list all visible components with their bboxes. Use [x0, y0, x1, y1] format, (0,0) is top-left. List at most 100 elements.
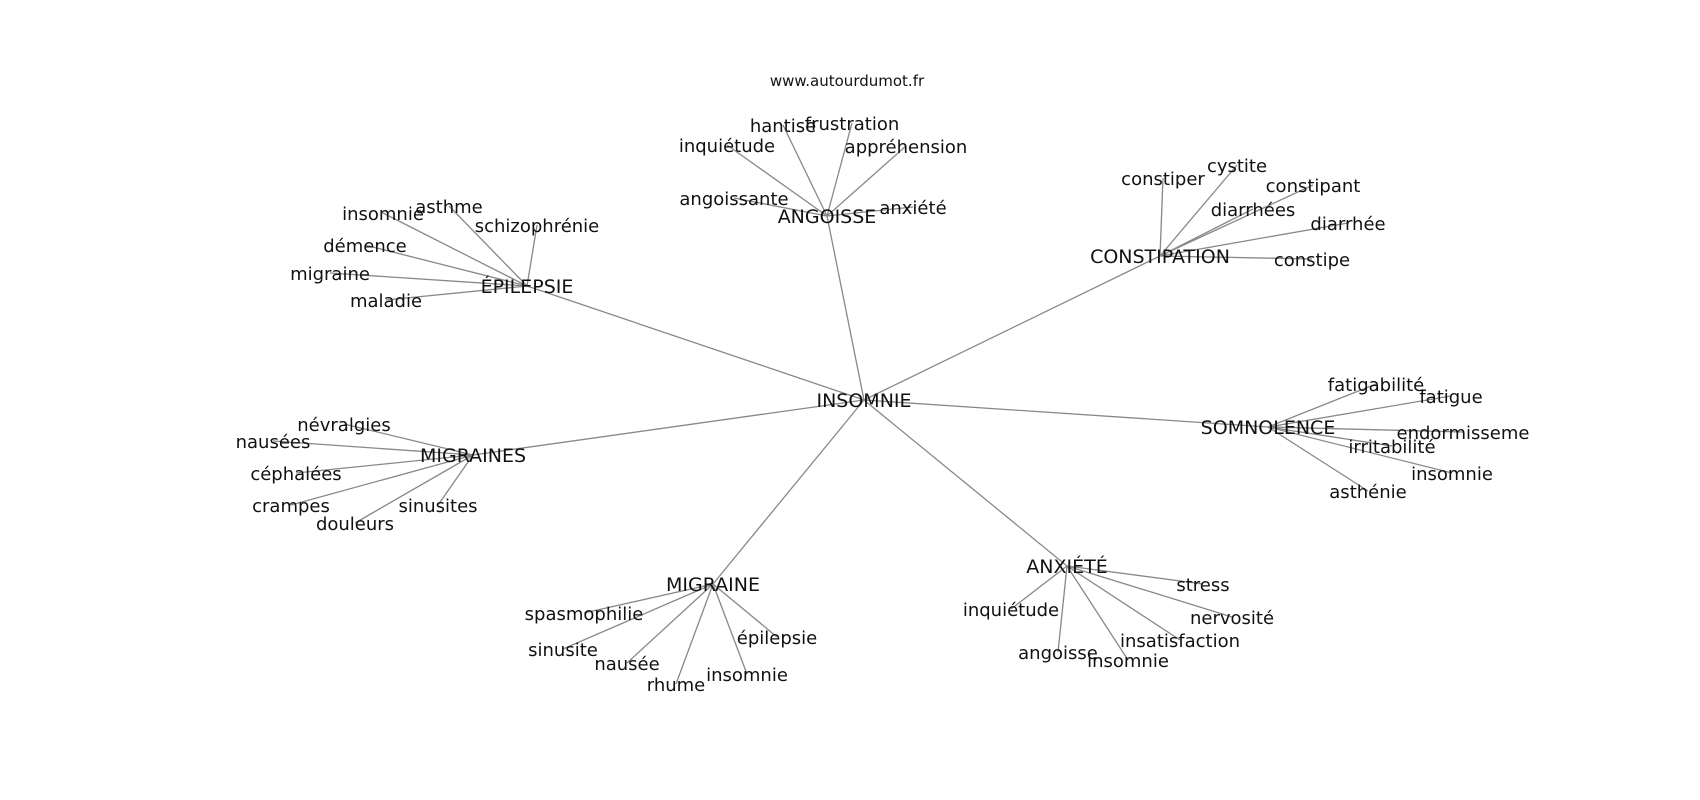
leaf-word-angoisse[interactable]: inquiétude	[679, 136, 775, 157]
leaf-word-angoisse[interactable]: angoissante	[679, 189, 788, 210]
edge-epilepsie-leaf	[382, 212, 528, 287]
edges-layer	[272, 122, 1464, 685]
edge-somnolence-leaf	[1267, 395, 1452, 428]
edge-constipation-leaf	[1159, 177, 1164, 257]
hub-word-migraines[interactable]: MIGRAINES	[420, 445, 526, 467]
edge-constipation-leaf	[1159, 255, 1313, 260]
edge-angoisse-leaf	[826, 122, 853, 217]
edge-constipation-leaf	[1159, 222, 1349, 257]
leaf-word-constipation[interactable]: diarrhée	[1310, 214, 1385, 235]
leaf-word-angoisse[interactable]: appréhension	[845, 137, 968, 158]
leaf-word-angoisse[interactable]: frustration	[805, 114, 900, 135]
edge-angoisse-leaf	[826, 206, 914, 217]
leaf-word-migraines[interactable]: céphalées	[250, 464, 341, 485]
leaf-word-somnolence[interactable]: fatigabilité	[1328, 375, 1424, 396]
leaf-word-migraine[interactable]: sinusite	[528, 640, 598, 661]
edge-angoisse-leaf	[733, 197, 828, 217]
leaf-word-somnolence[interactable]: irritabilité	[1348, 437, 1435, 458]
leaf-word-somnolence[interactable]: asthénie	[1329, 482, 1406, 503]
leaf-word-anxiete[interactable]: inquiétude	[963, 600, 1059, 621]
leaf-word-constipation[interactable]: diarrhées	[1211, 200, 1296, 221]
leaf-word-somnolence[interactable]: insomnie	[1411, 464, 1493, 485]
edge-epilepsie-leaf	[329, 272, 528, 287]
edge-anxiete-leaf	[1066, 565, 1181, 641]
source-url-text: www.autourdumot.fr	[769, 72, 925, 90]
leaf-word-anxiete[interactable]: nervosité	[1190, 608, 1274, 629]
edge-insomnie-migraines	[472, 399, 865, 456]
edge-migraine-leaf	[712, 583, 778, 638]
edge-migraines-leaf	[290, 454, 474, 506]
hub-word-anxiete[interactable]: ANXIÉTÉ	[1026, 555, 1107, 578]
leaf-word-constipation[interactable]: constipant	[1266, 176, 1361, 197]
edge-migraines-leaf	[295, 454, 474, 474]
leaf-word-somnolence[interactable]: endormisseme	[1397, 423, 1530, 444]
leaf-word-epilepsie[interactable]: maladie	[350, 291, 422, 312]
hub-word-somnolence[interactable]: SOMNOLENCE	[1201, 417, 1336, 439]
leaf-word-migraine[interactable]: rhume	[647, 675, 706, 696]
leaf-word-migraines[interactable]: nausées	[236, 432, 311, 453]
edge-epilepsie-leaf	[448, 205, 528, 287]
leaf-word-angoisse[interactable]: anxiété	[879, 198, 946, 219]
edge-migraine-leaf	[675, 583, 714, 685]
hub-word-constipation[interactable]: CONSTIPATION	[1090, 246, 1230, 268]
edge-migraine-leaf	[583, 583, 714, 614]
hub-word-angoisse[interactable]: ANGOISSE	[778, 206, 877, 228]
leaf-word-migraine[interactable]: spasmophilie	[525, 604, 644, 625]
leaf-word-constipation[interactable]: constipe	[1274, 250, 1350, 271]
leaf-word-anxiete[interactable]: angoisse	[1018, 643, 1098, 664]
leaf-word-angoisse[interactable]: hantise	[750, 116, 816, 137]
edge-angoisse-leaf	[726, 144, 828, 217]
edge-anxiete-leaf	[1057, 565, 1068, 653]
edge-migraines-leaf	[272, 440, 474, 456]
leaf-word-migraines[interactable]: sinusites	[398, 496, 477, 517]
leaf-word-migraine[interactable]: épilepsie	[737, 628, 817, 649]
leaf-word-migraine[interactable]: insomnie	[706, 665, 788, 686]
edge-insomnie-migraine	[712, 399, 865, 585]
leaf-word-migraine[interactable]: nausée	[594, 654, 659, 675]
leaf-word-migraines[interactable]: douleurs	[316, 514, 394, 535]
edge-anxiete-leaf	[1066, 565, 1204, 585]
edge-epilepsie-leaf	[385, 285, 528, 301]
source-url: www.autourdumot.fr	[0, 72, 1700, 90]
leaf-word-anxiete[interactable]: insomnie	[1087, 651, 1169, 672]
edge-insomnie-somnolence	[863, 399, 1269, 428]
edge-migraines-leaf	[437, 454, 474, 506]
leaf-word-epilepsie[interactable]: insomnie	[342, 204, 424, 225]
edge-angoisse-leaf	[782, 124, 828, 217]
leaf-word-somnolence[interactable]: fatigue	[1419, 387, 1482, 408]
leaf-word-constipation[interactable]: constiper	[1121, 169, 1205, 190]
leaf-word-epilepsie[interactable]: asthme	[415, 197, 482, 218]
edge-migraine-leaf	[562, 583, 714, 650]
edge-migraines-leaf	[354, 454, 474, 524]
edge-epilepsie-leaf	[526, 224, 538, 287]
leaf-word-migraines[interactable]: névralgies	[297, 415, 390, 436]
edge-anxiete-leaf	[1066, 565, 1233, 618]
leaf-word-anxiete[interactable]: insatisfaction	[1120, 631, 1240, 652]
edge-somnolence-leaf	[1267, 426, 1453, 474]
leaf-word-epilepsie[interactable]: démence	[323, 236, 407, 257]
leaf-word-epilepsie[interactable]: schizophrénie	[475, 216, 600, 237]
edge-insomnie-anxiete	[863, 399, 1068, 567]
leaf-word-migraines[interactable]: crampes	[252, 496, 330, 517]
edge-somnolence-leaf	[1267, 426, 1393, 447]
edge-migraines-leaf	[343, 423, 474, 456]
edge-insomnie-epilepsie	[526, 285, 865, 401]
edge-somnolence-leaf	[1267, 426, 1369, 492]
edge-migraine-leaf	[626, 583, 714, 664]
leaf-word-epilepsie[interactable]: migraine	[290, 264, 370, 285]
edge-somnolence-leaf	[1267, 383, 1377, 428]
edge-insomnie-constipation	[863, 255, 1161, 401]
hub-word-epilepsie[interactable]: ÉPILEPSIE	[481, 275, 574, 298]
edge-angoisse-leaf	[826, 145, 907, 217]
edge-migraine-leaf	[712, 583, 748, 675]
leaf-word-anxiete[interactable]: stress	[1176, 575, 1229, 596]
edge-constipation-leaf	[1159, 184, 1314, 257]
edge-constipation-leaf	[1159, 164, 1238, 257]
leaf-word-constipation[interactable]: cystite	[1207, 156, 1267, 177]
center-word[interactable]: INSOMNIE	[816, 390, 911, 412]
hub-word-migraine[interactable]: MIGRAINE	[666, 574, 760, 596]
edge-constipation-leaf	[1159, 208, 1254, 257]
edge-anxiete-leaf	[1066, 565, 1129, 661]
